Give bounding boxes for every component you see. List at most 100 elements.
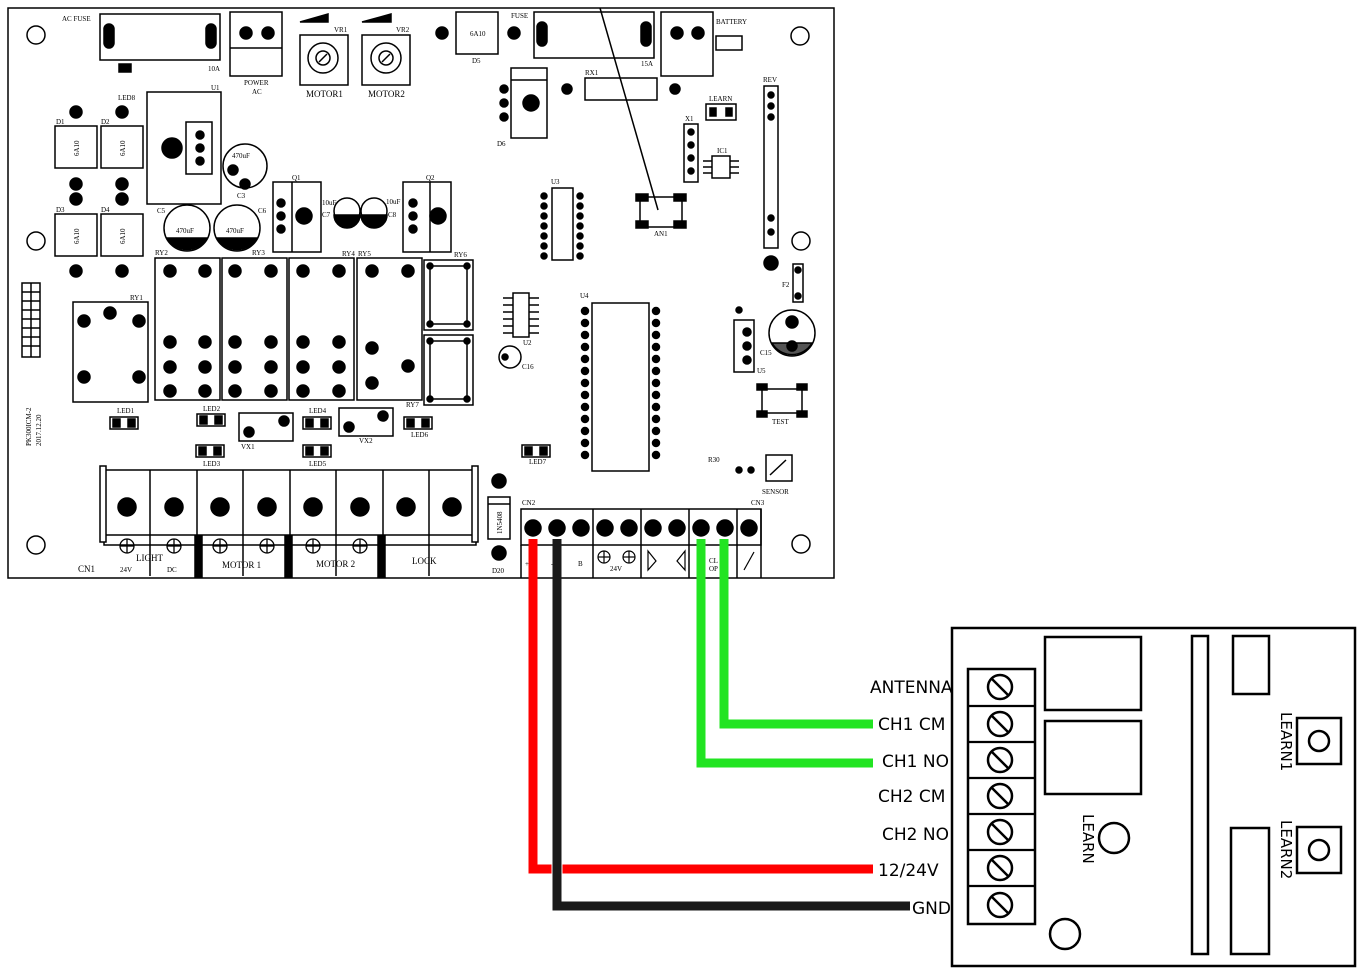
capacitor-c6 xyxy=(213,204,261,252)
label-c5: C5 xyxy=(157,207,166,215)
label-cn2: CN2 xyxy=(522,499,536,507)
label-x1: X1 xyxy=(685,115,694,123)
learn2-button-icon xyxy=(1307,838,1331,862)
fuse-f2 xyxy=(792,263,804,303)
label-u2: U2 xyxy=(523,339,532,347)
learn1-button xyxy=(1295,716,1343,766)
label-d3: D3 xyxy=(56,206,65,214)
label-vr2: VR2 xyxy=(396,26,410,34)
label-c16: C16 xyxy=(522,363,534,371)
diode-d6 xyxy=(499,67,548,139)
resistor-rx1 xyxy=(561,77,681,101)
control-board xyxy=(7,7,835,579)
receiver-component xyxy=(1231,634,1271,696)
label-date: 2017.12.20 xyxy=(35,414,43,446)
mounting-hole xyxy=(26,25,46,45)
wire-green-ch1-cm xyxy=(719,539,873,729)
transistor-q2 xyxy=(402,181,452,253)
label-ch1-cm: CH1 CM xyxy=(878,715,945,735)
label-ic1: IC1 xyxy=(717,147,728,155)
header-x1 xyxy=(683,123,699,183)
label-fuse-10a: 10A xyxy=(208,65,220,73)
receiver-hole xyxy=(1048,917,1082,951)
diode-d2 xyxy=(100,105,144,191)
relay-ry7 xyxy=(423,334,474,406)
mounting-hole xyxy=(790,26,810,46)
label-led4: LED4 xyxy=(309,407,327,415)
capacitor-c3 xyxy=(222,143,268,190)
label-d20: D20 xyxy=(492,567,505,575)
label-c3-val: 470uF xyxy=(232,152,250,160)
label-f2: F2 xyxy=(782,281,790,289)
receiver-labels: ANTENNA CH1 CM CH1 NO CH2 CM CH2 NO 12/2… xyxy=(870,678,1295,919)
wire-black-gnd xyxy=(552,539,910,911)
diode-d1 xyxy=(54,105,98,191)
label-fuse: FUSE xyxy=(511,12,528,20)
screw-terminal-icons xyxy=(986,673,1014,919)
label-d4: D4 xyxy=(101,206,110,214)
label-q1: Q1 xyxy=(292,174,301,182)
receiver-outline xyxy=(950,626,1357,968)
label-vr1: VR1 xyxy=(334,26,348,34)
label-u3: U3 xyxy=(551,178,560,186)
ic-ic1 xyxy=(703,155,739,179)
receiver-component xyxy=(1229,826,1271,956)
ac-fuse-holder xyxy=(99,13,221,73)
label-cn2-cl: CL xyxy=(709,557,718,565)
board-outline xyxy=(7,7,835,579)
label-d4-val: 6A10 xyxy=(119,228,127,244)
receiver-module xyxy=(950,626,1357,968)
capacitor-c7 xyxy=(333,197,361,229)
label-rx1: RX1 xyxy=(585,69,599,77)
label-an1: AN1 xyxy=(654,230,668,238)
capacitor-c15 xyxy=(768,309,816,357)
capacitor-c8 xyxy=(360,197,388,229)
label-ry2: RY2 xyxy=(155,249,168,257)
label-learn2: LEARN2 xyxy=(1277,820,1295,879)
label-dc: DC xyxy=(167,566,177,574)
label-d6: D6 xyxy=(497,140,506,148)
capacitor-c16 xyxy=(498,345,522,369)
label-12-24v: 12/24V xyxy=(878,861,939,881)
relay-ry3 xyxy=(221,257,288,401)
terminal-block-cn1 xyxy=(99,465,479,578)
relay-ry1 xyxy=(72,301,149,403)
potentiometer-vr2 xyxy=(361,13,411,86)
learn-pad xyxy=(705,103,737,121)
label-c8-val: 10uF xyxy=(386,198,401,206)
label-c15: C15 xyxy=(760,349,772,357)
label-led5: LED5 xyxy=(309,460,327,468)
label-d5: D5 xyxy=(472,57,481,65)
label-24v: 24V xyxy=(120,566,132,574)
test-button xyxy=(756,383,808,418)
sensor-r30 xyxy=(735,454,793,482)
label-c3: C3 xyxy=(237,192,246,200)
label-led6: LED6 xyxy=(411,431,429,439)
label-cn2-op: OP xyxy=(709,565,718,573)
label-c6-val: 470uF xyxy=(226,227,244,235)
capacitor-c5 xyxy=(163,204,211,252)
label-learn1: LEARN1 xyxy=(1277,712,1295,771)
label-antenna: ANTENNA xyxy=(870,678,953,698)
label-ry3: RY3 xyxy=(252,249,265,257)
diode-d5 xyxy=(435,11,521,55)
regulator-u1 xyxy=(146,91,222,205)
relay-ry2 xyxy=(154,257,221,401)
diode-d4 xyxy=(100,192,144,278)
label-gnd: GND xyxy=(912,899,951,919)
label-q2: Q2 xyxy=(426,174,435,182)
label-ch2-cm: CH2 CM xyxy=(878,787,945,807)
relay-ry4 xyxy=(288,257,355,401)
label-c5-val: 470uF xyxy=(176,227,194,235)
label-learn: LEARN xyxy=(1079,814,1097,864)
potentiometer-vr1 xyxy=(299,13,349,86)
rev-strip xyxy=(763,85,779,271)
label-cn1: CN1 xyxy=(78,564,95,574)
terminal-block-cn2-cn3 xyxy=(520,508,762,578)
label-light: LIGHT xyxy=(136,553,163,563)
wire-green-ch1-no xyxy=(696,539,873,768)
label-led8: LED8 xyxy=(118,94,136,102)
transistor-q1 xyxy=(272,181,322,253)
label-cn2-24v: 24V xyxy=(610,565,622,573)
label-d1-val: 6A10 xyxy=(73,140,81,156)
